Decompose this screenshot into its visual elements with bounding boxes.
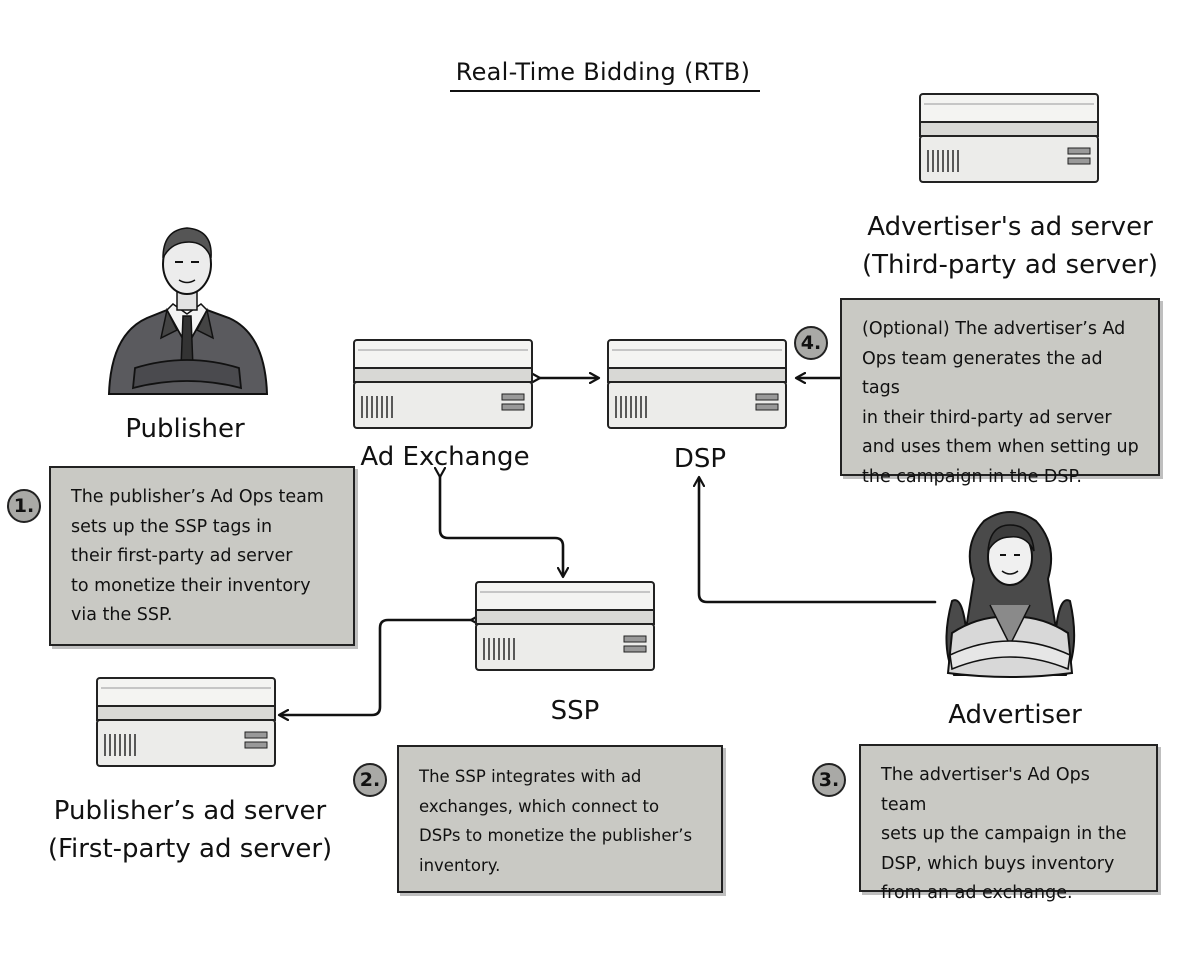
advertiser-ad-server-subtitle: (Third-party ad server): [862, 250, 1158, 280]
step-3-badge: 3.: [812, 763, 846, 797]
step-1-box: The publisher’s Ad Ops team sets up the …: [49, 466, 355, 646]
step-1-badge: 1.: [7, 489, 41, 523]
publisher-ad-server-title: Publisher’s ad server: [53, 796, 327, 826]
advertiser-ad-server-title: Advertiser's ad server: [867, 212, 1153, 242]
step-2-line: inventory.: [419, 855, 501, 875]
ad-exchange-label: Ad Exchange: [360, 442, 530, 472]
step-2-box: The SSP integrates with ad exchanges, wh…: [397, 745, 723, 893]
step-2-badge: 2.: [353, 763, 387, 797]
diagram-title: Real-Time Bidding (RTB): [0, 58, 1200, 92]
step-2-line: The SSP integrates with ad: [419, 767, 642, 786]
step-2-line: DSPs to monetize the publisher’s: [419, 826, 693, 845]
advertiser-label: Advertiser: [948, 700, 1082, 730]
step-4-line: (Optional) The advertiser’s Ad: [862, 319, 1126, 339]
step-4-box: (Optional) The advertiser’s Ad Ops team …: [840, 298, 1160, 487]
step-3-line: from an ad exchange.: [881, 883, 1073, 903]
step-1-line: The publisher’s Ad Ops team: [71, 487, 324, 507]
step-2-line: exchanges, which connect to: [419, 796, 660, 816]
server-icon: [475, 581, 655, 671]
step-4-line: in their third-party ad server: [862, 407, 1112, 428]
server-icon: [353, 339, 533, 429]
step-3-line: sets up the campaign in the: [881, 824, 1127, 844]
step-4-line: Ops team generates the ad tags: [862, 348, 1103, 399]
dsp-label: DSP: [673, 444, 727, 474]
step-4-badge: 4.: [794, 326, 828, 360]
server-icon: [96, 677, 276, 767]
publisher-ad-server-subtitle: (First-party ad server): [47, 834, 333, 864]
arrow-adx-ssp: [440, 476, 563, 576]
step-1-line: sets up the SSP tags in: [71, 516, 273, 537]
step-3-box: The advertiser's Ad Ops team sets up the…: [859, 744, 1158, 903]
step-1-line: to monetize their inventory: [71, 575, 311, 596]
advertiser-ad-server-label: Advertiser's ad server (Third-party ad s…: [850, 208, 1170, 284]
step-3-line: The advertiser's Ad Ops team: [881, 765, 1090, 815]
ssp-label: SSP: [550, 696, 600, 726]
server-icon: [919, 93, 1099, 183]
arrow-ssp-pubserver: [280, 620, 472, 715]
businessman-icon: [107, 227, 269, 395]
businesswoman-icon: [945, 511, 1076, 678]
step-4-line: and uses them when setting up: [862, 437, 1139, 457]
step-1-line: via the SSP.: [71, 605, 173, 625]
server-icon: [607, 339, 787, 429]
step-4-line: the campaign in the DSP.: [862, 466, 1082, 487]
arrow-advertiser-dsp: [699, 478, 937, 604]
publisher-label: Publisher: [125, 414, 245, 444]
step-1-line: their first-party ad server: [71, 546, 293, 566]
publisher-ad-server-label: Publisher’s ad server (First-party ad se…: [20, 792, 360, 868]
step-3-line: DSP, which buys inventory: [881, 853, 1115, 874]
